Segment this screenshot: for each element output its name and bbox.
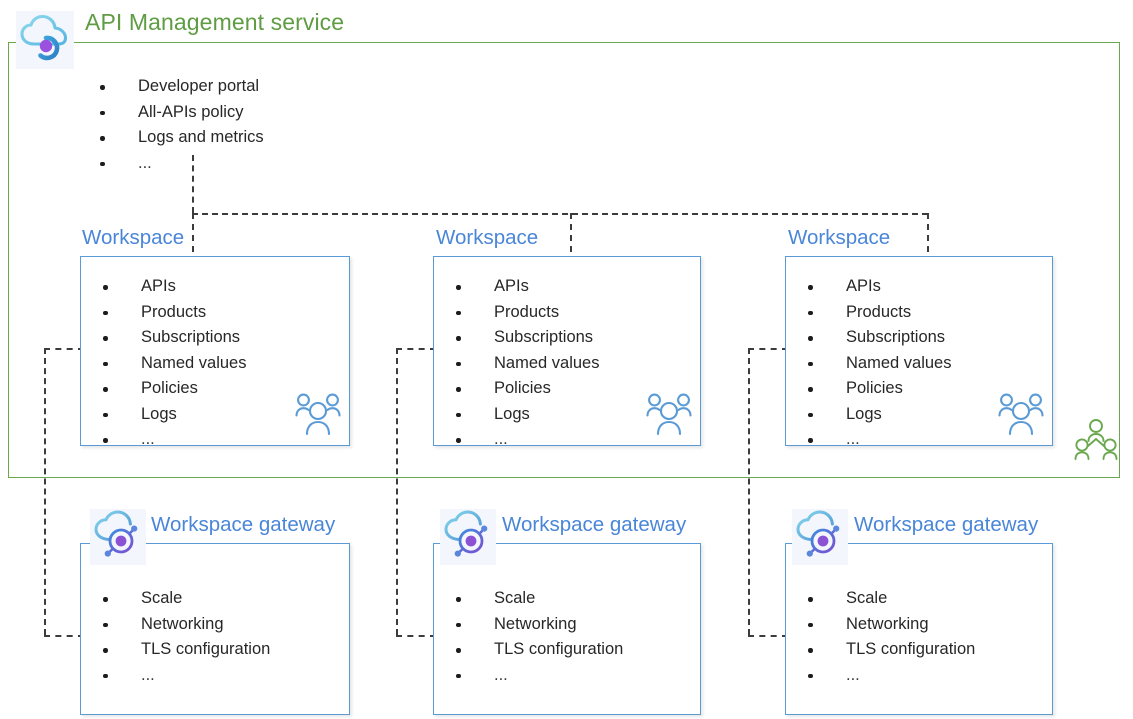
green-people-group-icon-svg — [1074, 419, 1118, 460]
list-item: Networking — [434, 612, 623, 638]
workspace-gateway-1-card[interactable]: Scale Networking TLS configuration ... — [80, 543, 350, 715]
list-item: APIs — [81, 274, 246, 300]
list-item: Scale — [434, 586, 623, 612]
blue-people-group-icon — [293, 391, 343, 444]
workspace-1-feature-list: APIs Products Subscriptions Named values… — [81, 274, 246, 453]
list-item: APIs — [786, 274, 951, 300]
list-item: Logs — [81, 402, 246, 428]
workspace-3-card[interactable]: APIs Products Subscriptions Named values… — [785, 256, 1053, 448]
list-item: Policies — [434, 376, 599, 402]
workspace-gateway-2-label: Workspace gateway — [502, 513, 687, 536]
workspace-2-card[interactable]: APIs Products Subscriptions Named values… — [433, 256, 701, 448]
blue-people-group-icon-svg — [295, 393, 341, 436]
list-item: TLS configuration — [786, 637, 975, 663]
list-item: Subscriptions — [81, 325, 246, 351]
list-item: APIs — [434, 274, 599, 300]
list-item: Policies — [81, 376, 246, 402]
workspace-gateway-3-feature-list: Scale Networking TLS configuration ... — [786, 586, 975, 688]
list-item: Scale — [81, 586, 270, 612]
list-item: Logs and metrics — [78, 125, 264, 151]
workspace-gateway-cloud-icon-svg — [796, 510, 840, 557]
workspace-gateway-2-card[interactable]: Scale Networking TLS configuration ... — [433, 543, 701, 715]
list-item: Products — [434, 300, 599, 326]
blue-people-group-icon-svg — [646, 393, 692, 436]
workspace-gateway-cloud-icon — [792, 509, 848, 565]
list-item: Networking — [81, 612, 270, 638]
list-item: Subscriptions — [786, 325, 951, 351]
connector-ws1-out — [44, 348, 84, 350]
workspace-gateway-1-feature-list: Scale Networking TLS configuration ... — [81, 586, 270, 688]
workspace-1-label: Workspace — [82, 226, 185, 249]
workspace-gateway-cloud-icon — [440, 509, 496, 565]
connector-ws1-gw1-vertical — [44, 348, 46, 635]
list-item: Products — [786, 300, 951, 326]
list-item: Named values — [786, 351, 951, 377]
connector-to-workspace-3 — [927, 213, 929, 263]
list-item: ... — [434, 427, 599, 453]
list-item: ... — [78, 151, 264, 177]
connector-ws2-out — [396, 348, 436, 350]
blue-people-group-icon-svg — [998, 393, 1044, 436]
workspace-gateway-3-label: Workspace gateway — [854, 513, 1039, 536]
connector-gw3-in — [748, 635, 788, 637]
connector-ws3-out — [748, 348, 788, 350]
connector-workspaces-bus — [192, 213, 928, 215]
list-item: TLS configuration — [81, 637, 270, 663]
connector-service-stem — [192, 155, 194, 213]
workspace-2-feature-list: APIs Products Subscriptions Named values… — [434, 274, 599, 453]
list-item: Scale — [786, 586, 975, 612]
list-item: TLS configuration — [434, 637, 623, 663]
workspace-gateway-1-label: Workspace gateway — [151, 513, 336, 536]
list-item: ... — [81, 427, 246, 453]
list-item: Products — [81, 300, 246, 326]
api-management-cloud-icon — [16, 11, 74, 69]
list-item: ... — [434, 663, 623, 689]
connector-ws2-gw2-vertical — [396, 348, 398, 635]
connector-gw1-in — [44, 635, 84, 637]
api-management-service-title: API Management service — [85, 9, 345, 35]
list-item: Policies — [786, 376, 951, 402]
service-feature-list: Developer portal All-APIs policy Logs an… — [78, 74, 264, 176]
workspace-3-feature-list: APIs Products Subscriptions Named values… — [786, 274, 951, 453]
api-management-cloud-icon-svg — [20, 14, 68, 61]
workspace-gateway-3-card[interactable]: Scale Networking TLS configuration ... — [785, 543, 1053, 715]
blue-people-group-icon — [644, 391, 694, 444]
workspace-gateway-2-feature-list: Scale Networking TLS configuration ... — [434, 586, 623, 688]
list-item: All-APIs policy — [78, 100, 264, 126]
list-item: Logs — [786, 402, 951, 428]
list-item: ... — [786, 663, 975, 689]
list-item: Developer portal — [78, 74, 264, 100]
list-item: Named values — [434, 351, 599, 377]
list-item: Logs — [434, 402, 599, 428]
workspace-gateway-cloud-icon — [90, 509, 146, 565]
list-item: ... — [786, 427, 951, 453]
list-item: Named values — [81, 351, 246, 377]
connector-to-workspace-1 — [192, 213, 194, 263]
workspace-2-label: Workspace — [436, 226, 539, 249]
connector-to-workspace-2 — [570, 213, 572, 263]
workspace-1-card[interactable]: APIs Products Subscriptions Named values… — [80, 256, 350, 448]
blue-people-group-icon — [996, 391, 1046, 444]
connector-gw2-in — [396, 635, 436, 637]
workspace-gateway-cloud-icon-svg — [94, 510, 138, 557]
list-item: Networking — [786, 612, 975, 638]
workspace-gateway-cloud-icon-svg — [444, 510, 488, 557]
list-item: ... — [81, 663, 270, 689]
green-people-group-icon — [1074, 415, 1118, 468]
workspace-3-label: Workspace — [788, 226, 891, 249]
list-item: Subscriptions — [434, 325, 599, 351]
connector-ws3-gw3-vertical — [748, 348, 750, 635]
